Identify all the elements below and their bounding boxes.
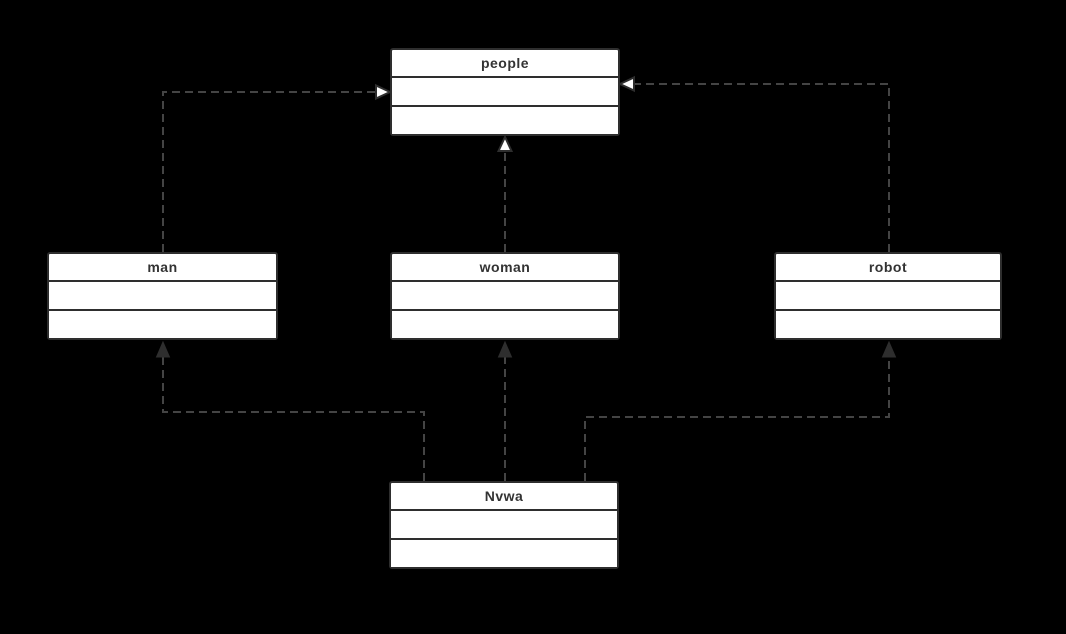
hollow-triangle-arrowhead — [375, 83, 393, 101]
class-box-robot[interactable]: robot — [774, 252, 1002, 340]
class-methods-compartment — [392, 105, 618, 134]
class-attributes-compartment — [392, 282, 618, 309]
solid-triangle-arrowhead — [881, 340, 897, 358]
hollow-triangle-arrowhead — [617, 75, 635, 93]
relation-nvwa-woman — [497, 340, 513, 481]
relation-robot-people-line — [634, 83, 890, 252]
class-title: Nvwa — [391, 483, 617, 511]
class-attributes-compartment — [776, 282, 1000, 309]
class-box-people[interactable]: people — [390, 48, 620, 136]
relation-nvwa-man-line — [162, 357, 425, 481]
hollow-triangle-arrowhead — [496, 134, 514, 152]
relation-nvwa-robot — [584, 340, 897, 481]
class-box-woman[interactable]: woman — [390, 252, 620, 340]
relation-nvwa-robot-line — [584, 357, 890, 481]
class-title: woman — [392, 254, 618, 282]
class-attributes-compartment — [392, 78, 618, 105]
class-attributes-compartment — [49, 282, 276, 309]
class-title: people — [392, 50, 618, 78]
class-title: man — [49, 254, 276, 282]
class-box-man[interactable]: man — [47, 252, 278, 340]
class-methods-compartment — [392, 309, 618, 338]
solid-triangle-arrowhead — [155, 340, 171, 358]
class-box-nvwa[interactable]: Nvwa — [389, 481, 619, 569]
relation-woman-people — [496, 134, 514, 252]
relation-robot-people — [617, 75, 890, 252]
class-title: robot — [776, 254, 1000, 282]
relation-man-people-line — [162, 91, 376, 252]
relation-nvwa-man — [155, 340, 425, 481]
class-attributes-compartment — [391, 511, 617, 538]
solid-triangle-arrowhead — [497, 340, 513, 358]
class-methods-compartment — [49, 309, 276, 338]
relation-man-people — [162, 83, 393, 252]
class-methods-compartment — [776, 309, 1000, 338]
class-methods-compartment — [391, 538, 617, 567]
